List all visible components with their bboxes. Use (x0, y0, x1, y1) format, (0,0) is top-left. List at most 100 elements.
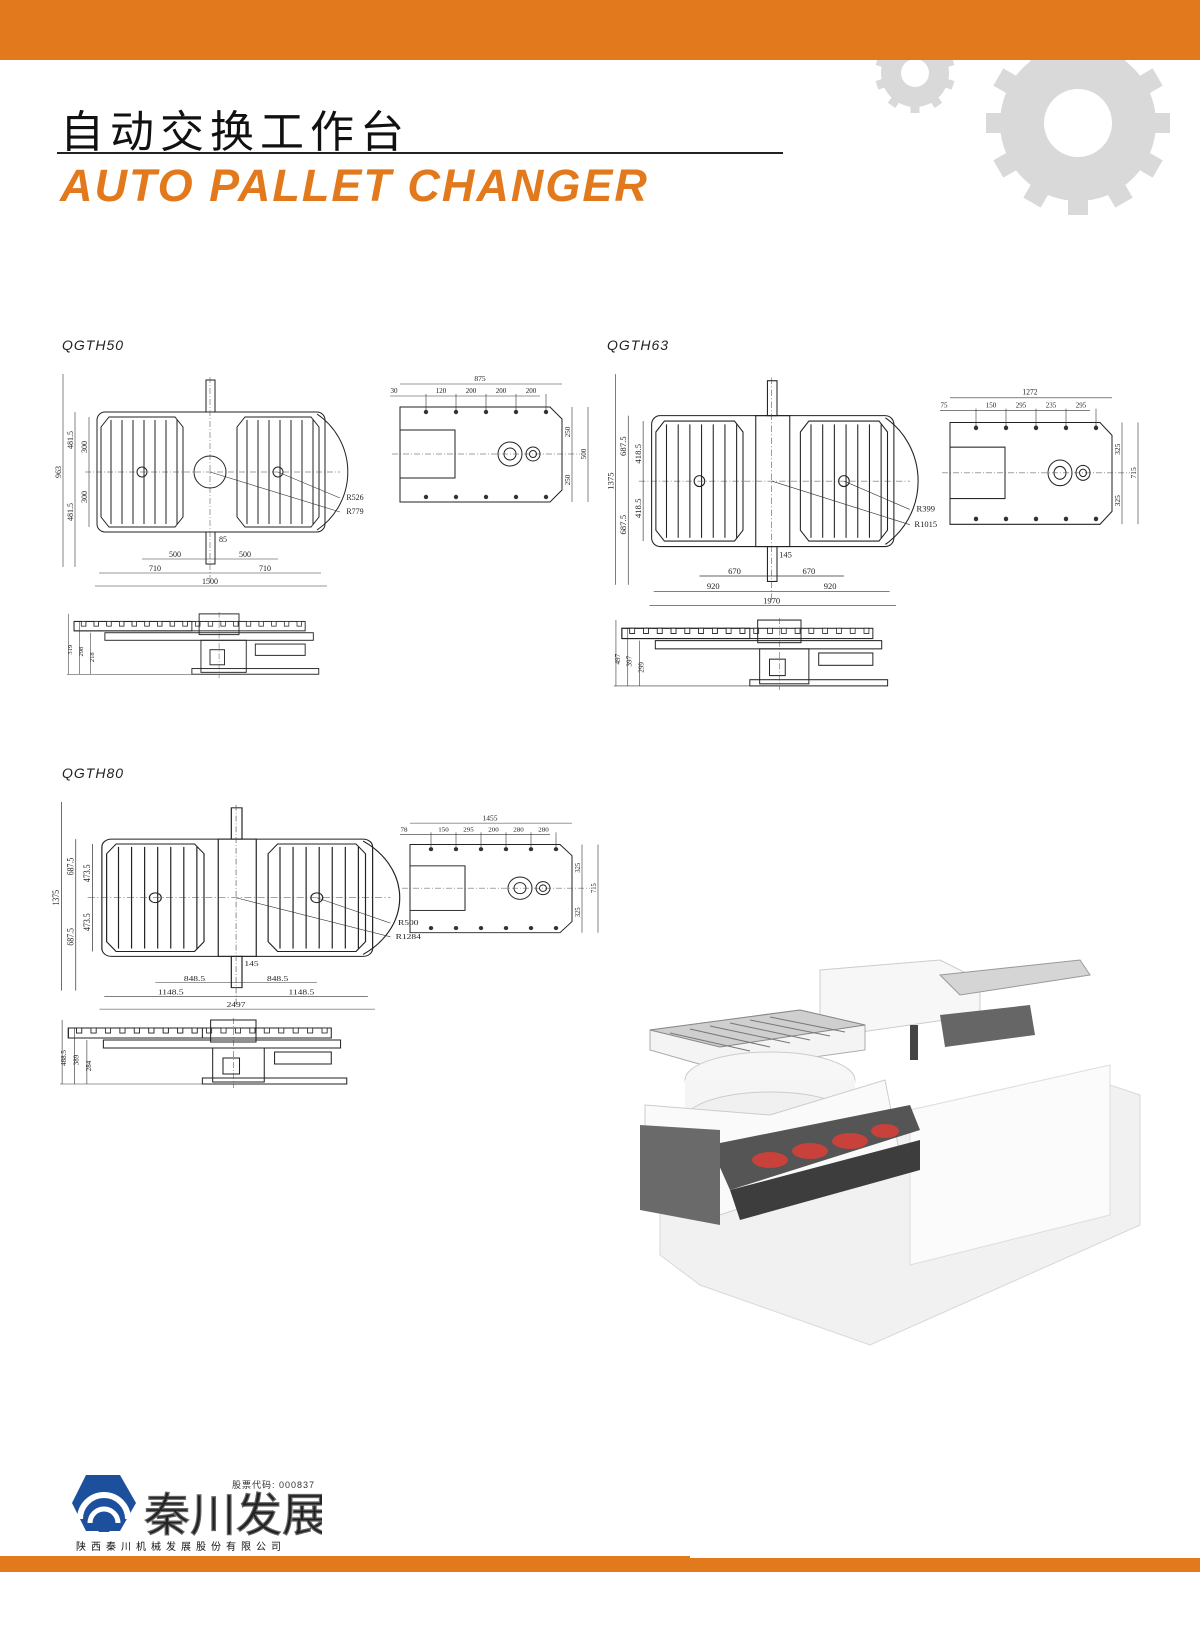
bottom-banner (0, 1556, 1200, 1572)
cylinder-bottom (230, 955, 243, 989)
hexagon-logo-icon (72, 1475, 136, 1532)
dim-width-right: 710 (259, 564, 271, 573)
dim-half-height-top: 687.5 (65, 858, 76, 876)
dim-end-half-top: 250 (564, 426, 572, 437)
model-label-qgth80: QGTH80 (62, 765, 125, 781)
product-photo (640, 959, 1141, 1346)
gear-decoration (860, 55, 1180, 215)
dim-center-left: 670 (728, 566, 741, 576)
dim-hole-spacing: 78 (401, 827, 409, 834)
dim-hole-spacing: 150 (438, 827, 449, 834)
dim-hole-spacing: 295 (1016, 401, 1027, 409)
dim-half-height-bottom: 687.5 (618, 515, 628, 535)
qgth50-side-view: 319 298 218 (66, 612, 320, 678)
dim-hole-spacing: 295 (1076, 401, 1087, 409)
page-title-en: AUTO PALLET CHANGER (60, 160, 649, 211)
cylinder-top (205, 379, 216, 413)
dim-total-width: 1970 (763, 595, 780, 605)
dim-hole-spacing: 200 (488, 827, 499, 834)
dim-half-height-bottom: 687.5 (65, 928, 76, 946)
page-title-cn: 自动交换工作台 (60, 107, 410, 158)
dim-end-total-height: 715 (591, 883, 598, 893)
cylinder-bottom (205, 531, 216, 565)
dim-end-half-bottom: 325 (1114, 495, 1122, 507)
model-label-qgth50: QGTH50 (62, 337, 125, 353)
cylinder-top (230, 807, 243, 840)
dim-hole-spacing: 200 (466, 387, 477, 395)
dim-width-left: 920 (707, 581, 720, 591)
title-divider (57, 152, 783, 154)
dim-radius-inner: R399 (917, 504, 935, 514)
dim-width-left: 710 (149, 564, 161, 573)
model-label-qgth63: QGTH63 (607, 337, 670, 353)
bottom-banner-gap (690, 1556, 1200, 1558)
gear-small-icon (875, 55, 955, 113)
stock-code: 股票代码: 000837 (232, 1480, 316, 1490)
dim-hole-spacing: 150 (986, 401, 997, 409)
dim-center-right: 500 (239, 550, 251, 559)
dim-total-height: 963 (55, 466, 63, 478)
dim-total-width: 2497 (227, 1000, 247, 1009)
dim-hole-spacing: 75 (941, 401, 948, 409)
top-banner (0, 0, 1200, 60)
dim-pallet-height-top: 418.5 (633, 444, 643, 464)
dim-side-total-height: 497 (614, 653, 622, 664)
dim-width-left: 1148.5 (158, 987, 184, 996)
dim-pallet-height-top: 300 (80, 441, 89, 453)
dim-center-right: 848.5 (267, 974, 288, 983)
dim-end-total-width: 1272 (1023, 387, 1038, 396)
dim-side-base-height: 218 (89, 652, 96, 662)
dim-radius-inner: R500 (398, 918, 419, 927)
dim-pallet-height-bottom: 473.5 (81, 913, 92, 931)
dim-side-base-height: 284 (85, 1060, 93, 1071)
qgth50-plan-view: 963 481.5 481.5 300 300 85 500 500 710 710 1500 R52… (55, 374, 364, 587)
dim-end-half-top: 325 (1114, 443, 1122, 455)
cylinder-bottom (766, 546, 778, 582)
dim-offset: 145 (779, 549, 792, 559)
dim-hole-spacing: 200 (526, 387, 537, 395)
dim-radius-inner: R526 (346, 493, 363, 502)
dim-half-height-bottom: 481.5 (66, 503, 75, 521)
dim-hole-spacing: 200 (496, 387, 507, 395)
dim-center-left: 848.5 (184, 974, 205, 983)
dim-end-total-width: 1455 (483, 815, 498, 823)
dim-half-height-top: 481.5 (66, 431, 75, 449)
dim-hole-spacing: 30 (391, 387, 399, 395)
qgth63-side-view: 497 397 299 (613, 618, 889, 690)
qgth63-end-view: 1272 75 150 295 235 295 325 325 715 (940, 387, 1139, 525)
logo-wordmark: 秦川发展 (144, 1490, 322, 1537)
gear-large-icon (986, 55, 1170, 215)
dim-end-half-top: 325 (575, 862, 582, 872)
dim-hole-spacing: 280 (538, 827, 549, 834)
dim-side-total-height: 319 (67, 645, 74, 655)
dim-side-table-height: 298 (78, 647, 85, 657)
dim-side-base-height: 299 (638, 661, 646, 672)
dim-end-total-width: 875 (474, 374, 486, 383)
dim-side-total-height: 488.5 (60, 1050, 68, 1066)
cylinder-top (766, 380, 778, 417)
dim-total-width: 1500 (202, 577, 218, 586)
dim-radius-outer: R779 (346, 507, 363, 516)
dim-hole-spacing: 235 (1046, 401, 1057, 409)
dim-end-half-bottom: 250 (564, 474, 572, 485)
dim-end-total-height: 715 (1130, 467, 1138, 479)
dim-offset: 145 (244, 959, 258, 968)
qgth80-side-view: 488.5 389 284 (60, 1018, 348, 1088)
dim-end-half-bottom: 325 (575, 907, 582, 917)
dim-offset: 85 (219, 535, 227, 544)
dim-side-table-height: 397 (626, 655, 634, 666)
dim-pallet-height-bottom: 418.5 (633, 499, 643, 519)
dim-pallet-height-bottom: 300 (80, 491, 89, 503)
dim-width-right: 920 (824, 581, 837, 591)
company-logo: 秦川发展 (72, 1475, 322, 1537)
dim-side-table-height: 389 (73, 1054, 81, 1065)
dim-radius-outer: R1015 (914, 519, 937, 529)
dim-hole-spacing: 120 (436, 387, 447, 395)
dim-total-height: 1375 (607, 472, 615, 489)
dim-half-height-top: 687.5 (618, 436, 628, 456)
dim-center-left: 500 (169, 550, 181, 559)
